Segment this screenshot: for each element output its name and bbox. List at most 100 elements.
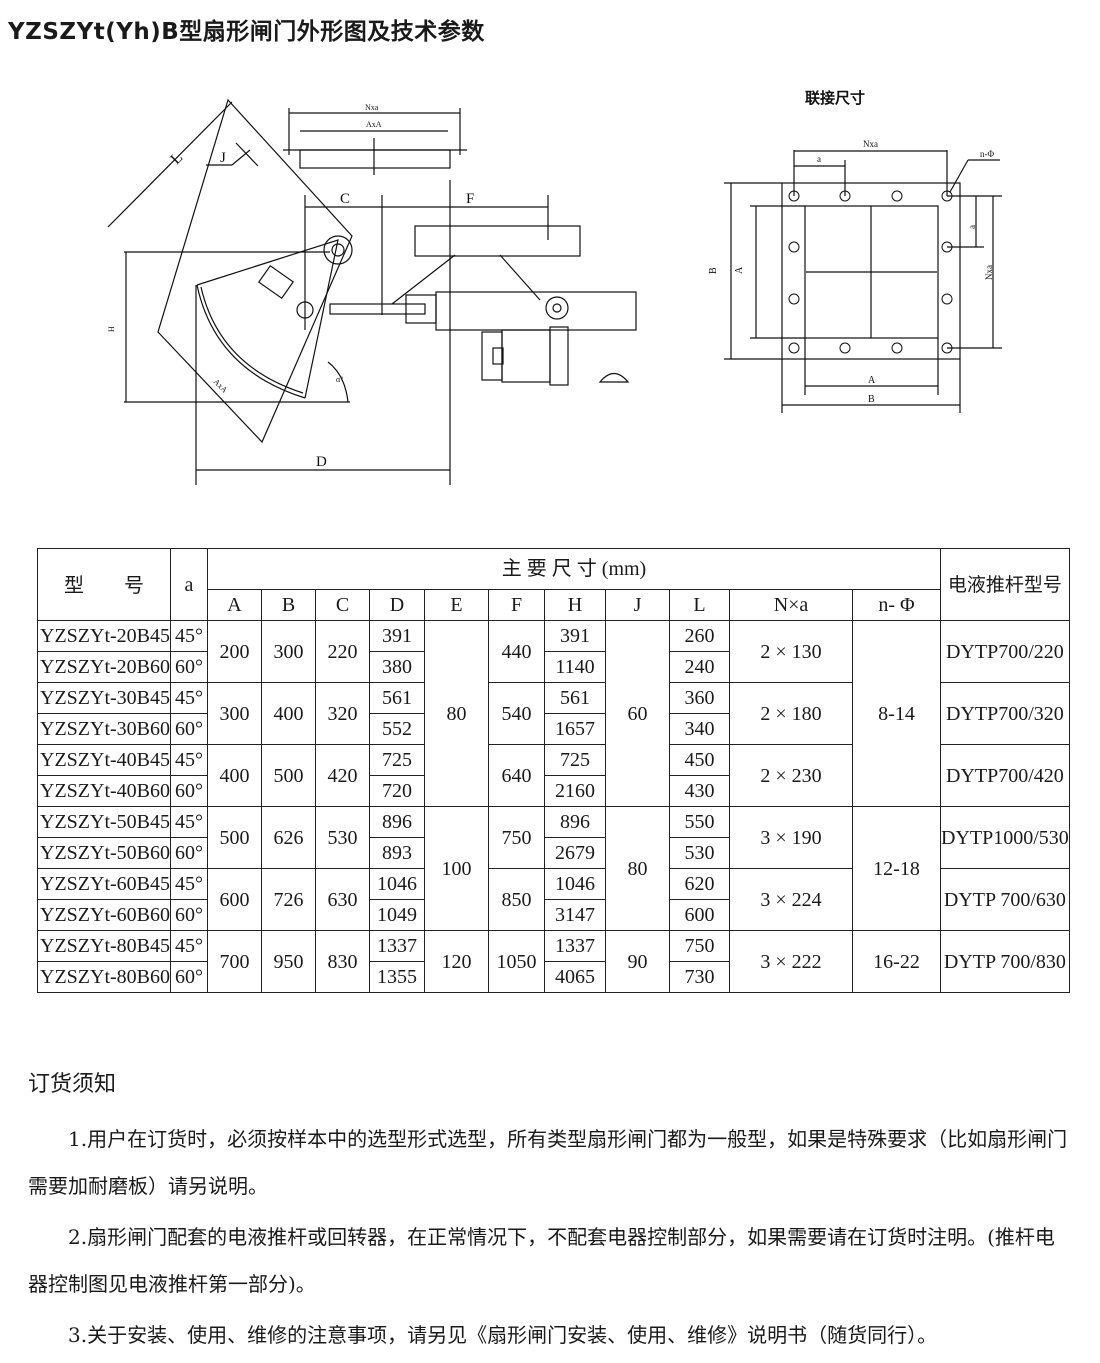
dim-D-cell: 1049 xyxy=(369,899,425,931)
dim-n-phi-cell: 12-18 xyxy=(852,806,941,931)
dim-B-cell: 400 xyxy=(261,682,316,745)
angle-cell: 60° xyxy=(170,899,208,931)
column-header: n- Φ xyxy=(852,589,941,621)
dim-D-cell: 893 xyxy=(369,837,425,869)
dim-L-cell: 360 xyxy=(669,682,730,714)
model-cell: YZSZYt-60B60 xyxy=(37,899,171,931)
model-cell: YZSZYt-50B45 xyxy=(37,806,171,838)
dim-C-cell: 420 xyxy=(315,744,370,807)
svg-text:联接尺寸: 联接尺寸 xyxy=(805,89,865,107)
svg-text:H: H xyxy=(107,326,116,332)
dim-B-cell: 300 xyxy=(261,620,316,683)
svg-text:n-Φ: n-Φ xyxy=(980,149,994,159)
dim-A-cell: 500 xyxy=(207,806,262,869)
dim-D-cell: 552 xyxy=(369,713,425,745)
model-cell: YZSZYt-40B45 xyxy=(37,744,171,776)
svg-text:a: a xyxy=(817,154,821,164)
dim-Nxa-cell: 3 × 222 xyxy=(729,930,853,993)
angle-cell: 45° xyxy=(170,868,208,900)
dim-H-cell: 2160 xyxy=(544,775,606,807)
dim-A-cell: 300 xyxy=(207,682,262,745)
dim-n-phi-cell: 16-22 xyxy=(852,930,941,993)
dim-Nxa-cell: 2 × 130 xyxy=(729,620,853,683)
dim-Nxa-cell: 3 × 224 xyxy=(729,868,853,931)
svg-text:AxA: AxA xyxy=(366,120,382,129)
dim-F-cell: 850 xyxy=(488,868,545,931)
model-cell: YZSZYt-80B60 xyxy=(37,961,171,993)
dim-Nxa-cell: 3 × 190 xyxy=(729,806,853,869)
dim-L-cell: 450 xyxy=(669,744,730,776)
angle-cell: 45° xyxy=(170,806,208,838)
dim-A-cell: 700 xyxy=(207,930,262,993)
dim-H-cell: 1337 xyxy=(544,930,606,962)
dim-D-cell: 725 xyxy=(369,744,425,776)
angle-cell: 60° xyxy=(170,775,208,807)
dim-H-cell: 896 xyxy=(544,806,606,838)
dim-D-cell: 380 xyxy=(369,651,425,683)
angle-cell: 60° xyxy=(170,713,208,745)
model-cell: YZSZYt-20B60 xyxy=(37,651,171,683)
dim-n-phi-cell: 8-14 xyxy=(852,620,941,807)
dim-F-cell: 440 xyxy=(488,620,545,683)
model-cell: YZSZYt-30B60 xyxy=(37,713,171,745)
angle-cell: 60° xyxy=(170,837,208,869)
svg-text:B: B xyxy=(868,394,875,405)
angle-cell: 45° xyxy=(170,682,208,714)
dim-C-cell: 530 xyxy=(315,806,370,869)
dim-E-cell: 120 xyxy=(424,930,489,993)
dim-L-cell: 550 xyxy=(669,806,730,838)
svg-text:Nxa: Nxa xyxy=(863,139,878,149)
actuator-model-cell: DYTP700/320 xyxy=(940,682,1070,745)
dim-L-cell: 600 xyxy=(669,899,730,931)
dim-H-cell: 1657 xyxy=(544,713,606,745)
actuator-model-cell: DYTP 700/830 xyxy=(940,930,1070,993)
dim-L-cell: 530 xyxy=(669,837,730,869)
svg-text:Nxa: Nxa xyxy=(365,103,379,112)
ordering-notes: 订货须知 1.用户在订货时，必须按样本中的选型形式选型，所有类型扇形闸门都为一般… xyxy=(28,1066,1068,1363)
actuator-model-cell: DYTP 700/630 xyxy=(940,868,1070,931)
dim-F-cell: 540 xyxy=(488,682,545,745)
dim-H-cell: 4065 xyxy=(544,961,606,993)
dim-D-cell: 720 xyxy=(369,775,425,807)
dim-J-cell: 60 xyxy=(605,620,670,807)
column-header: H xyxy=(544,589,606,621)
svg-text:F: F xyxy=(466,191,474,207)
dim-H-cell: 1140 xyxy=(544,651,606,683)
column-header: B xyxy=(261,589,316,621)
model-cell: YZSZYt-80B45 xyxy=(37,930,171,962)
dim-D-cell: 1337 xyxy=(369,930,425,962)
svg-text:J: J xyxy=(220,150,226,166)
angle-cell: 45° xyxy=(170,744,208,776)
model-cell: YZSZYt-30B45 xyxy=(37,682,171,714)
dim-H-cell: 1046 xyxy=(544,868,606,900)
dim-C-cell: 630 xyxy=(315,868,370,931)
note-item: 3.关于安装、使用、维修的注意事项，请另见《扇形闸门安装、使用、维修》说明书（随… xyxy=(68,1323,938,1347)
dim-D-cell: 1355 xyxy=(369,961,425,993)
dim-Nxa-cell: 2 × 230 xyxy=(729,744,853,807)
column-header: D xyxy=(369,589,425,621)
dim-L-cell: 340 xyxy=(669,713,730,745)
actuator-model-cell: DYTP1000/530 xyxy=(940,806,1070,869)
model-cell: YZSZYt-20B45 xyxy=(37,620,171,652)
dim-L-cell: 260 xyxy=(669,620,730,652)
svg-text:A: A xyxy=(868,375,876,386)
dim-F-cell: 640 xyxy=(488,744,545,807)
column-header: J xyxy=(605,589,670,621)
svg-text:B: B xyxy=(708,267,719,274)
model-cell: YZSZYt-50B60 xyxy=(37,837,171,869)
svg-text:C: C xyxy=(340,191,350,207)
dim-J-cell: 90 xyxy=(605,930,670,993)
note-item: 1.用户在订货时，必须按样本中的选型形式选型，所有类型扇形闸门都为一般型，如果是… xyxy=(28,1127,1068,1198)
dim-D-cell: 561 xyxy=(369,682,425,714)
angle-cell: 60° xyxy=(170,961,208,993)
model-cell: YZSZYt-60B45 xyxy=(37,868,171,900)
dim-A-cell: 600 xyxy=(207,868,262,931)
angle-cell: 45° xyxy=(170,930,208,962)
svg-text:a: a xyxy=(967,225,977,229)
flange-connection-drawing: 联接尺寸 Nxa a n-Φ B A a Nxa A B xyxy=(708,89,1002,413)
dim-E-cell: 100 xyxy=(424,806,489,931)
